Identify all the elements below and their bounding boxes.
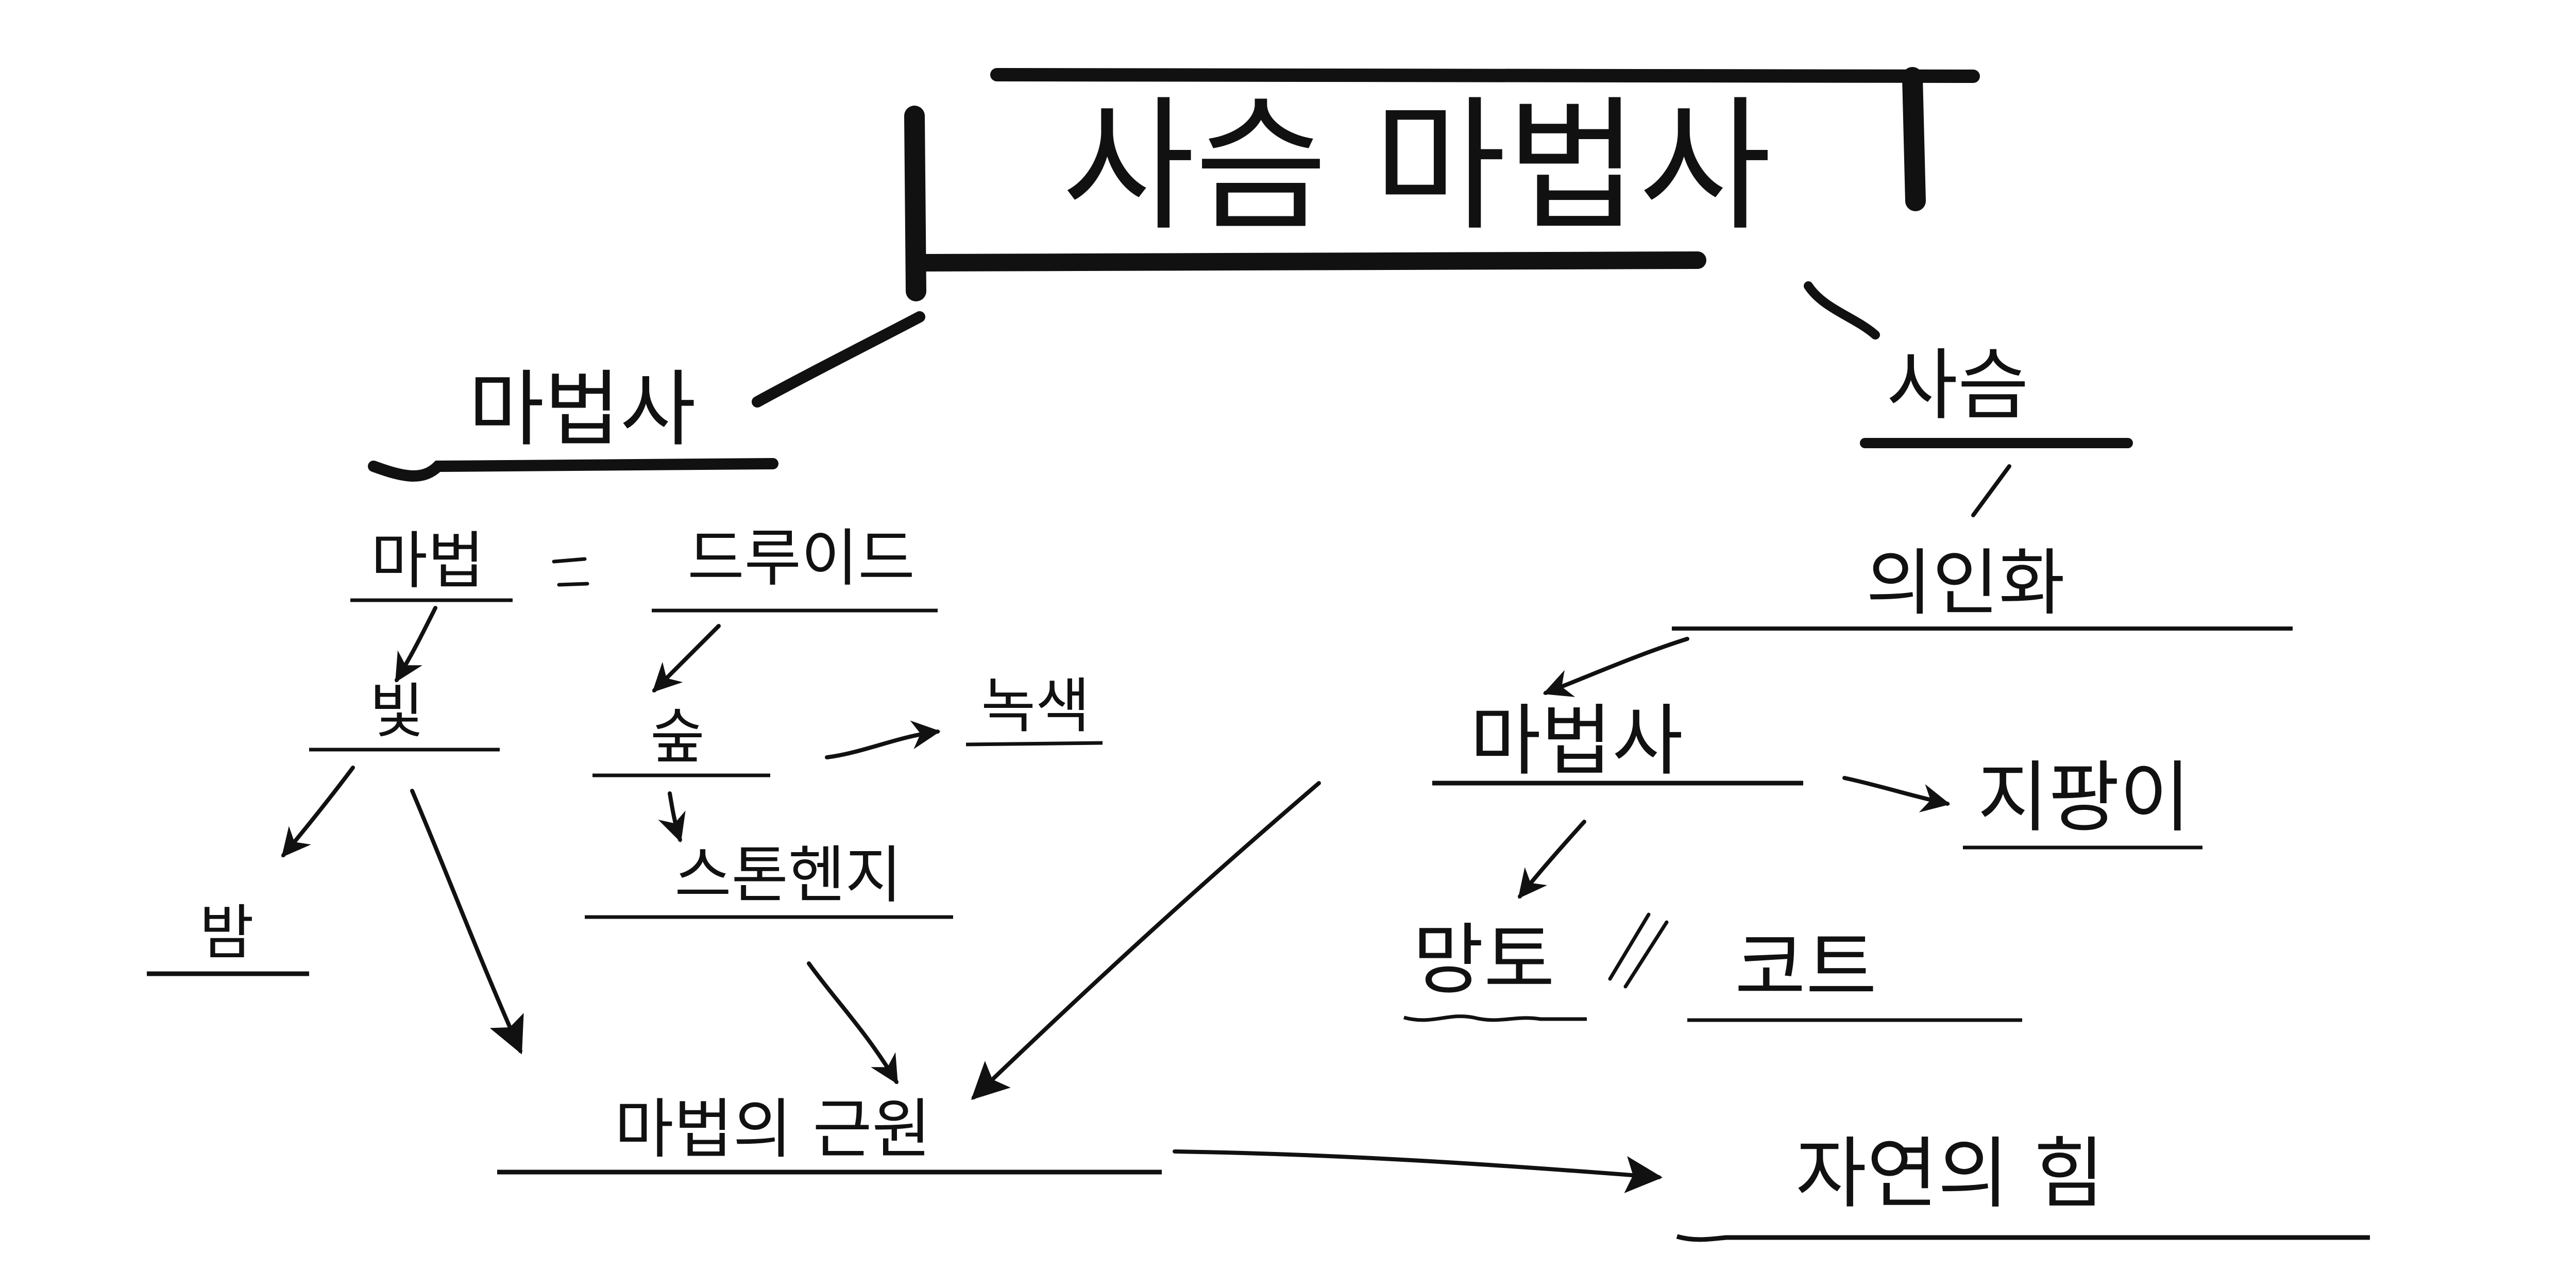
node-druid: 드루이드 <box>687 523 915 595</box>
arrow-wizard2-to-staff <box>1842 776 1951 812</box>
node-stonehenge: 스톤헨지 <box>674 840 902 911</box>
node-wizard: 마법사 <box>468 361 696 457</box>
not-equal-mark <box>1608 912 1669 989</box>
arrows <box>281 606 1951 1193</box>
arrow-stonehenge-to-source <box>807 961 899 1084</box>
node-source-of-magic: 마법의 근원 <box>615 1092 931 1167</box>
arrow-forest-to-green <box>825 720 941 759</box>
arrow-forest-to-stonehenge <box>658 791 686 843</box>
arrow-light-to-night <box>281 766 355 858</box>
arrow-magic-to-light <box>395 606 437 683</box>
underline-cloak <box>1403 1014 1587 1022</box>
node-staff: 지팡이 <box>1977 753 2191 843</box>
node-wizard-2: 마법사 <box>1470 697 1683 786</box>
title-frame <box>904 67 1980 301</box>
underline-green <box>965 741 1103 747</box>
page-title: 사슴 마법사 <box>1062 83 1771 251</box>
node-coat: 코트 <box>1735 923 1877 1013</box>
node-night: 밤 <box>199 899 254 968</box>
underline-power-of-nature <box>1676 1234 2370 1242</box>
underline-wizard <box>368 458 778 482</box>
node-green: 녹색 <box>981 672 1090 741</box>
arrow-source-to-power <box>1173 1149 1663 1193</box>
arrow-personification-to-wizard2 <box>1543 637 1689 697</box>
node-forest: 숲 <box>650 703 705 772</box>
connectors <box>752 281 2011 517</box>
node-personification: 의인화 <box>1866 541 2065 625</box>
arrow-wizard2-to-source <box>971 781 1321 1100</box>
node-cloak: 망토 <box>1413 916 1555 1005</box>
arrow-druid-to-forest <box>652 624 721 692</box>
node-deer: 사슴 <box>1887 341 2029 431</box>
arrow-wizard2-to-cloak <box>1518 820 1586 899</box>
node-magic: 마법 <box>371 526 485 597</box>
equals-mark <box>552 557 589 587</box>
node-light: 빛 <box>369 677 424 746</box>
node-power-of-nature: 자연의 힘 <box>1795 1129 2105 1219</box>
arrow-light-to-source <box>410 789 524 1055</box>
